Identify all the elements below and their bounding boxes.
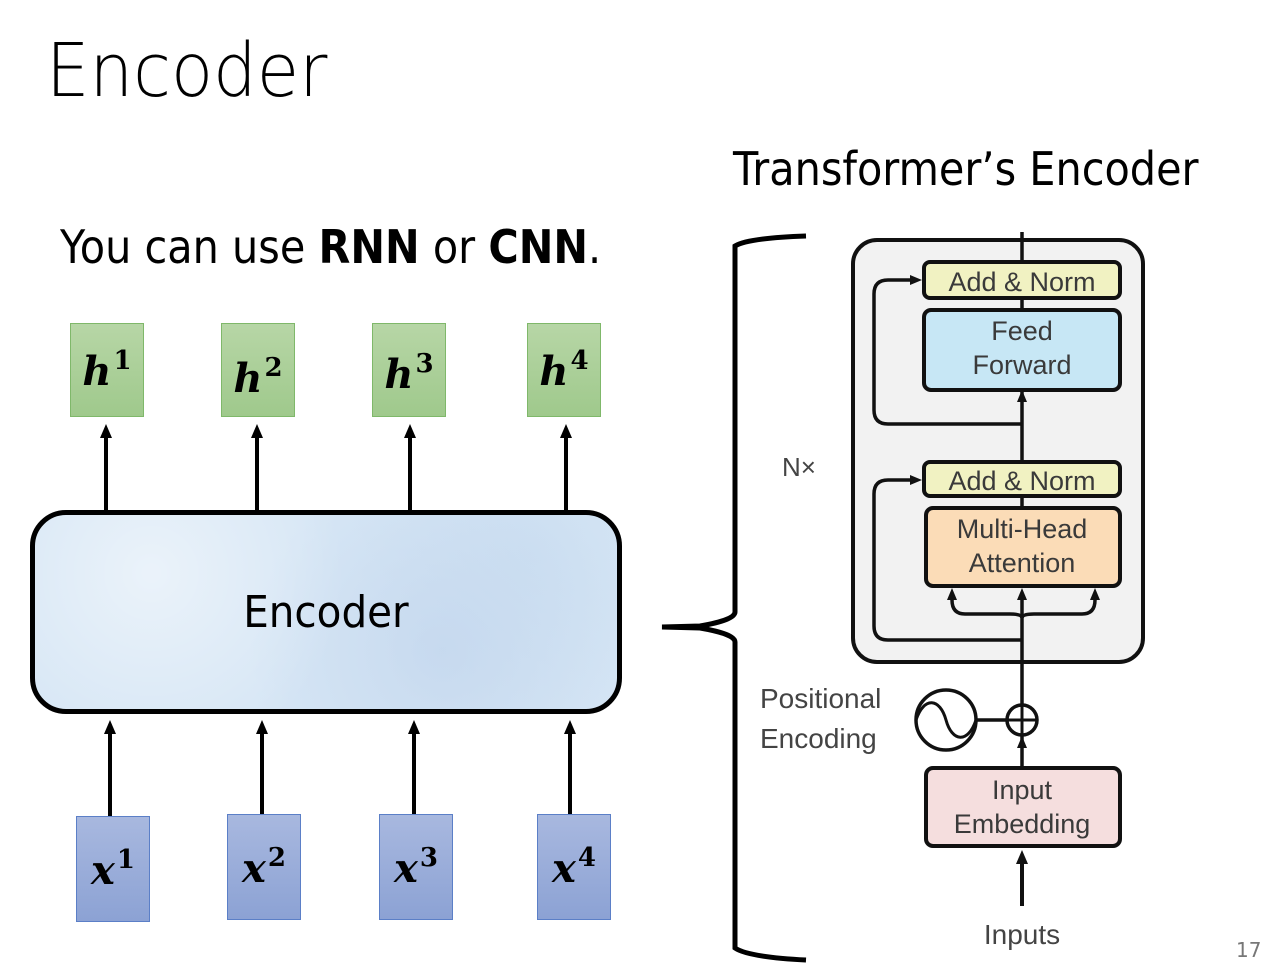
add-circle-icon [1005,703,1039,737]
encoder-box: Encoder [30,510,622,714]
add-norm-bottom-label: Add & Norm [948,466,1095,496]
transformer-title: Transformer’s Encoder [733,142,1199,196]
attention-label-2: Attention [969,548,1076,578]
input-box-x3: x3 [379,814,453,920]
inputs-label: Inputs [984,919,1060,950]
input-arrow-2 [256,720,268,818]
input-index: 4 [577,842,596,873]
subtitle-middle: or [419,220,489,274]
output-symbol: h [233,354,263,402]
input-arrow-1 [104,720,116,818]
positional-encoding-label-1: Positional [760,683,881,714]
input-embedding-block [924,766,1122,848]
attention-label-1: Multi-Head [957,514,1088,544]
multi-head-attention-block [924,506,1122,588]
subtitle-prefix: You can use [60,220,319,274]
output-symbol: h [539,347,569,395]
add-norm-top-block [922,260,1122,300]
output-box-h1: h1 [70,323,144,417]
add-norm-top-label: Add & Norm [948,267,1095,297]
input-box-x1: x1 [76,816,150,922]
input-arrow-4 [564,720,576,818]
input-box-x2: x2 [227,814,301,920]
add-norm-bottom-block [922,460,1122,498]
input-symbol: x [394,844,418,892]
encoder-label: Encoder [243,586,409,638]
input-box-x4: x4 [537,814,611,920]
page-number: 17 [1236,938,1261,962]
subtitle: You can use RNN or CNN. [60,224,601,270]
output-box-h4: h4 [527,323,601,417]
input-symbol: x [552,844,576,892]
embedding-label-2: Embedding [954,809,1091,839]
subtitle-cnn: CNN [488,220,589,274]
output-index: 3 [415,348,434,379]
sine-wave-icon [914,688,978,752]
left-arrows [100,424,576,818]
repeat-label: N× [782,452,816,482]
output-index: 2 [264,352,283,383]
input-index: 3 [419,842,438,873]
positional-encoding-label-2: Encoding [760,723,877,754]
curly-brace [661,233,807,963]
output-arrow-3 [404,424,416,510]
output-box-h2: h2 [221,323,295,417]
feed-forward-block [922,308,1122,392]
output-arrow-1 [100,424,112,510]
input-symbol: x [91,846,115,894]
subtitle-rnn: RNN [318,220,420,274]
output-index: 4 [570,345,589,376]
input-arrow-3 [408,720,420,818]
input-index: 1 [116,844,135,875]
output-symbol: h [82,347,112,395]
feed-forward-label-1: Feed [991,316,1053,346]
output-index: 1 [113,345,132,376]
subtitle-suffix: . [588,220,602,274]
output-arrow-2 [251,424,263,510]
slide-title: Encoder [46,28,328,114]
input-index: 2 [267,842,286,873]
feed-forward-label-2: Forward [972,350,1071,380]
output-arrow-4 [560,424,572,510]
output-box-h3: h3 [372,323,446,417]
input-symbol: x [242,844,266,892]
encoder-stack [851,238,1145,664]
embedding-label-1: Input [992,775,1053,805]
output-symbol: h [384,350,414,398]
